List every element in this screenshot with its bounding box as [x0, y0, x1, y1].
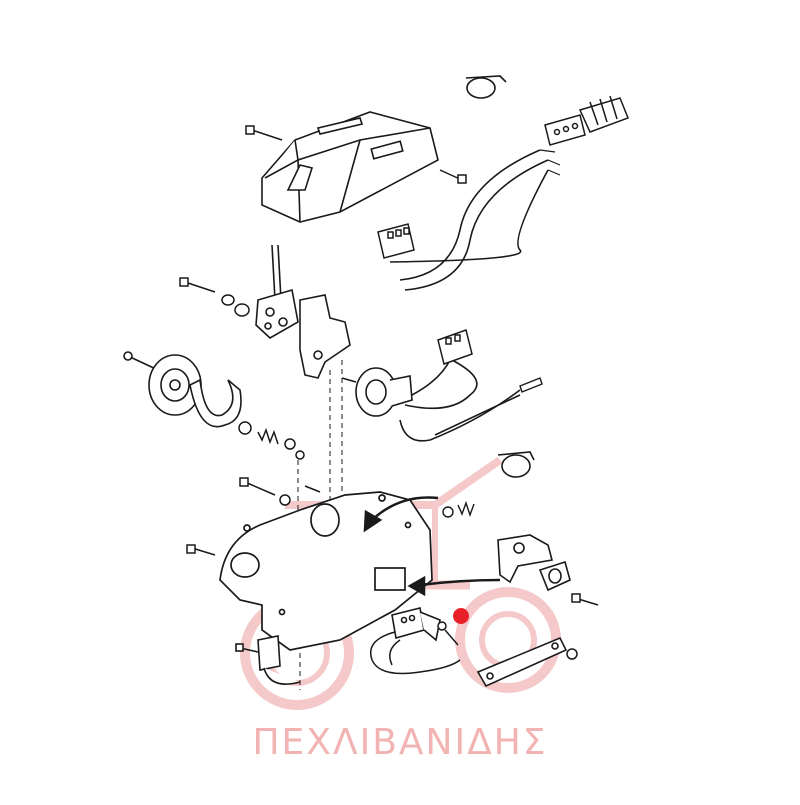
screw-console — [439, 169, 467, 184]
wiring-harness-middle — [399, 359, 521, 442]
pulley-knob — [123, 351, 202, 416]
connector-middle — [437, 329, 473, 365]
brand-watermark: ΠΕΧΛΙΒΑΝΙΔΗΣ — [252, 722, 548, 763]
arrow-upper — [363, 496, 439, 533]
bolt-top-left — [245, 125, 283, 141]
bolts-middle — [186, 477, 321, 556]
brake-band — [189, 378, 242, 428]
bolt-switch — [437, 621, 459, 646]
position-sensor-left — [235, 635, 301, 685]
wiring-harness-upper — [389, 149, 561, 291]
terminal-end — [519, 377, 543, 393]
console-cover — [261, 111, 439, 223]
spring-washers — [238, 421, 305, 460]
wiring-switch — [370, 631, 461, 675]
lever-assembly — [255, 244, 299, 339]
cable-tie-top — [465, 75, 507, 99]
bolt-linkage — [566, 648, 578, 660]
sensor-bracket — [497, 534, 571, 592]
micro-switch — [391, 607, 441, 642]
bolt-sensor — [571, 593, 599, 606]
red-dot-icon — [453, 608, 469, 624]
linkage-bar — [476, 636, 568, 688]
connector-upper-harness — [377, 223, 415, 259]
mounting-bracket — [299, 294, 351, 379]
connector-top — [544, 95, 629, 146]
arrow-lower — [407, 575, 501, 597]
main-housing-plate — [219, 491, 433, 651]
spring-right — [442, 500, 475, 518]
bolt-lever — [179, 277, 250, 317]
cable-tie-middle — [497, 451, 535, 478]
rotary-switch — [341, 367, 413, 417]
